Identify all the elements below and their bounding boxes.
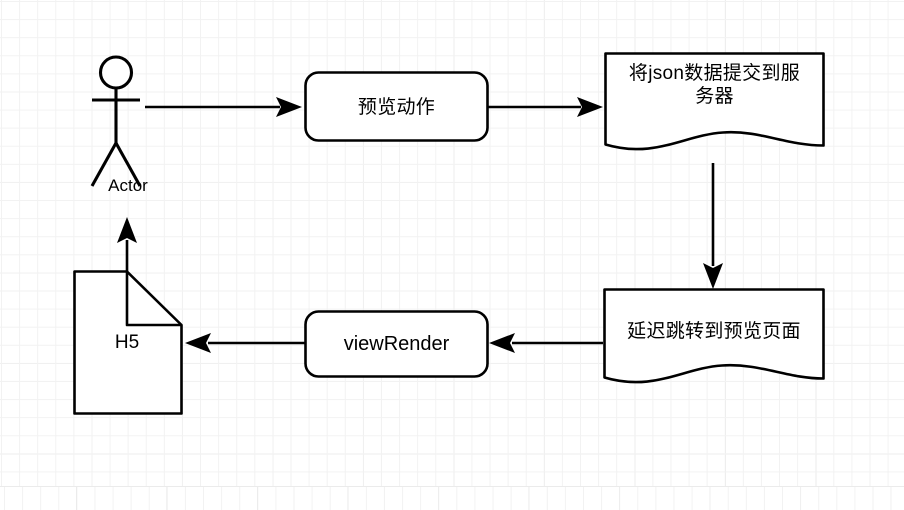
edge-view-render-to-h5[interactable]: [185, 333, 305, 353]
grid-background-lower: [0, 487, 904, 510]
node-h5-shape[interactable]: [73, 270, 183, 415]
node-preview-action-label: 预览动作: [357, 97, 436, 118]
node-actor-label: Actor: [108, 176, 148, 195]
edge-actor-to-preview-action[interactable]: [145, 97, 302, 117]
node-view-render-shape[interactable]: [304, 310, 489, 378]
node-view-render-label: viewRender: [343, 333, 450, 355]
grid-divider: [0, 486, 904, 487]
node-delay-redirect-label: 延迟跳转到预览页面: [627, 321, 801, 342]
arrowhead-icon: [577, 97, 603, 117]
edge-delay-redirect-to-view-render[interactable]: [489, 333, 603, 353]
arrowhead-icon: [489, 333, 515, 353]
node-submit-json-label: 将json数据提交到服 务器: [628, 63, 801, 108]
arrowhead-icon: [185, 333, 211, 353]
actor-leg-left: [90, 142, 118, 187]
edge-h5-to-actor[interactable]: [117, 217, 137, 271]
node-actor[interactable]: [90, 55, 142, 187]
node-submit-json-shape[interactable]: [604, 52, 825, 151]
edge-preview-action-to-submit-json[interactable]: [488, 97, 603, 117]
arrowhead-icon: [703, 263, 723, 289]
node-h5-label: H5: [114, 332, 140, 353]
h5-note-body: [73, 270, 183, 415]
actor-head-icon: [98, 55, 134, 90]
edge-submit-json-to-delay-redirect[interactable]: [703, 163, 723, 289]
h5-note-fold-icon: [125, 271, 182, 327]
node-delay-redirect-shape[interactable]: [603, 288, 825, 384]
arrowhead-icon: [276, 97, 302, 117]
actor-leg-right: [114, 142, 142, 187]
node-preview-action-shape[interactable]: [304, 71, 489, 142]
arrowhead-icon: [117, 217, 137, 243]
